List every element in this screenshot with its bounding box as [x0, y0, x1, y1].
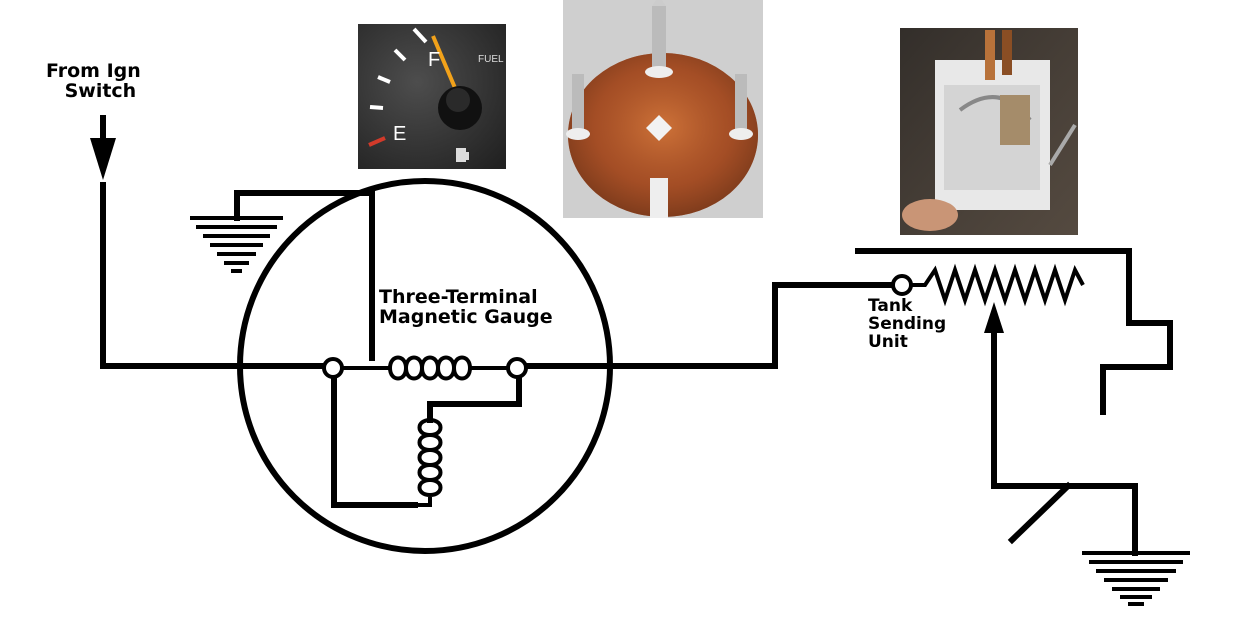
- tank-label-line2: Sending: [868, 313, 947, 334]
- gauge-vertical-coil: [415, 418, 443, 507]
- tank-label-line1: Tank: [868, 296, 913, 316]
- gauge-face-photo: F E FUEL: [358, 24, 506, 169]
- tank-sender-label: Tank Sending Unit: [868, 296, 947, 352]
- ign-arrow-icon: [90, 138, 116, 180]
- sender-wiper-arrow-icon: [984, 302, 1004, 333]
- sender-wiper-wire: [991, 325, 1138, 556]
- gauge-ground-wire: [234, 190, 375, 361]
- sender-feed-wire: [772, 282, 898, 369]
- gauge-rear-photo: [563, 0, 763, 218]
- gauge-label-line1: Three-Terminal: [379, 286, 538, 308]
- ground-symbol-icon: [190, 216, 283, 273]
- gauge-horizontal-coil: [343, 355, 508, 381]
- sender-terminal: [891, 274, 913, 296]
- sender-body-ground-wire: [1007, 481, 1073, 545]
- gauge-label-line2: Magnetic Gauge: [379, 305, 553, 328]
- gauge-internal-loop: [331, 367, 418, 508]
- sender-resistor: [911, 263, 1085, 307]
- tank-label-line3: Unit: [868, 331, 908, 352]
- fuel-pump-icon: [456, 148, 469, 162]
- gauge-face-empty-mark: E: [393, 123, 406, 145]
- ign-label-line1: From Ign: [46, 60, 141, 82]
- gauge-label: Three-Terminal Magnetic Gauge: [379, 286, 553, 328]
- ign-label-line2: Switch: [64, 79, 137, 102]
- tank-sender-photo: [900, 28, 1078, 235]
- ign-switch-label: From Ign Switch: [46, 60, 141, 102]
- gauge-terminal-left: [322, 357, 344, 379]
- gauge-terminal-right: [506, 357, 528, 379]
- ground-symbol-icon: [1082, 551, 1190, 606]
- gauge-face-fuel-label: FUEL: [478, 54, 504, 65]
- gauge-coil-link: [427, 369, 522, 423]
- gauge-face-full-mark: F: [428, 49, 440, 71]
- sender-housing: [855, 248, 1173, 415]
